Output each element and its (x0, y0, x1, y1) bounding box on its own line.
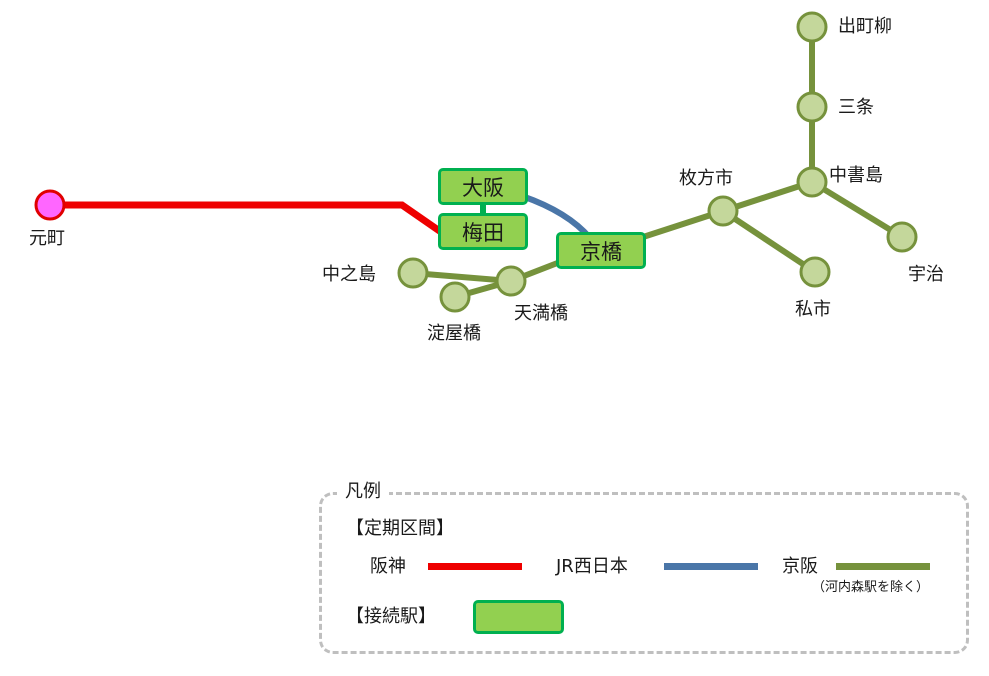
station-marker-motomachi (34, 189, 66, 221)
station-marker-uji (886, 221, 918, 253)
station-marker-yodoyabashi (439, 281, 471, 313)
station-label-motomachi: 元町 (29, 228, 65, 249)
station-label-chushojima: 中書島 (829, 165, 883, 186)
hanshin-line (50, 201, 443, 235)
station-label-kisaichi: 私市 (795, 299, 831, 320)
station-label-sanjo: 三条 (838, 97, 874, 118)
station-marker-nakanoshima (397, 257, 429, 289)
station-label-temmabashi: 天満橋 (514, 303, 568, 324)
transfer-station-umeda-label: 梅田 (462, 220, 504, 245)
station-marker-hirakatashi (707, 195, 739, 227)
station-label-uji: 宇治 (908, 264, 944, 285)
station-marker-demachiyanagi (796, 11, 828, 43)
keihan-line-chushojima-hirakatashi (722, 179, 813, 214)
legend-line-keihan (836, 563, 930, 570)
legend-box (319, 492, 969, 654)
keihan-station-markers (397, 11, 918, 313)
keihan-line-hirakatashi-kisaichi (721, 208, 817, 275)
station-marker-temmabashi (495, 265, 527, 297)
legend-transfer-swatch (473, 600, 564, 634)
transfer-station-osaka: 大阪 (438, 168, 528, 205)
legend-title: 凡例 (337, 481, 389, 503)
legend-line-hanshin (428, 563, 522, 570)
keihan-line-temmabashi-nakanoshima (412, 270, 512, 284)
legend-note-keihan: （河内森駅を除く） (812, 580, 930, 595)
station-label-yodoyabashi: 淀屋橋 (427, 323, 481, 344)
transfer-station-kyobashi: 京橋 (556, 232, 646, 269)
keihan-lines (412, 27, 904, 300)
legend-label-jr: JR西日本 (556, 556, 628, 577)
legend-section-lines: 【定期区間】 (346, 518, 454, 539)
legend-label-keihan: 京阪 (782, 556, 818, 577)
legend-label-hanshin: 阪神 (370, 556, 406, 577)
osaka-umeda-connector (480, 203, 486, 215)
transfer-station-umeda: 梅田 (438, 213, 528, 250)
transfer-station-osaka-label: 大阪 (462, 175, 504, 200)
legend-line-jr (664, 563, 758, 570)
transfer-station-kyobashi-label: 京橋 (580, 239, 622, 264)
station-label-demachiyanagi: 出町柳 (838, 16, 892, 37)
legend-section-transfer: 【接続駅】 (346, 606, 436, 627)
station-label-nakanoshima: 中之島 (322, 264, 376, 285)
station-marker-kisaichi (799, 256, 831, 288)
station-marker-chushojima (796, 166, 828, 198)
station-marker-sanjo (796, 91, 828, 123)
station-label-hirakatashi: 枚方市 (679, 168, 733, 189)
keihan-line-chushojima-uji (810, 179, 904, 240)
